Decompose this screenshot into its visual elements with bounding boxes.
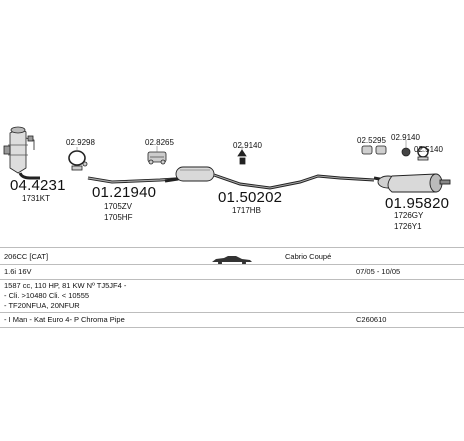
kit-description: - I Man - Kat Euro 4- P Chroma Pipe: [4, 315, 125, 324]
engine-label: 1.6i 16V: [4, 267, 32, 276]
rubber-mount-icon: [361, 145, 429, 161]
table-divider: [0, 312, 464, 313]
model-label: 206CC [CAT]: [4, 252, 49, 261]
table-divider: [0, 327, 464, 328]
engine-spec: 1587 cc, 110 HP, 81 KW Nº TJ5JF4 -: [4, 281, 127, 290]
catalytic-converter-icon: [3, 126, 40, 180]
table-divider: [0, 264, 464, 265]
part-sub-mid: 1717HB: [232, 206, 261, 215]
part-number-rear: 01.95820: [385, 195, 450, 212]
production-years: 07/05 - 10/05: [356, 267, 401, 276]
rear-silencer-icon: [373, 173, 451, 193]
hanger-icon: [237, 149, 247, 165]
part-number-clamp1: 02.9298: [66, 138, 95, 147]
part-sub-pipe1-b: 1705HF: [104, 213, 133, 222]
clamp-icon-2: [147, 151, 167, 165]
part-number-pipe1: 01.21940: [92, 184, 157, 201]
table-divider: [0, 247, 464, 248]
part-number-clamp2: 02.8265: [145, 138, 174, 147]
chassis-range: - Cli. >10480 Cli. < 10555: [4, 291, 90, 300]
part-number-hanger: 02.9140: [233, 141, 262, 150]
part-sub-cat: 1731KT: [22, 194, 51, 203]
part-sub-pipe1-a: 1705ZV: [104, 202, 133, 211]
body-type: Cabrio Coupé: [285, 252, 332, 261]
part-sub-rear-a: 1726GY: [394, 211, 424, 220]
part-number-rubber1: 02.5295: [357, 136, 386, 145]
part-sub-rear-b: 1726Y1: [394, 222, 422, 231]
part-number-mid: 01.50202: [218, 189, 283, 206]
table-divider: [0, 279, 464, 280]
engine-codes: - TF20NFUA, 20NFUR: [4, 301, 80, 310]
clamp-icon: [68, 150, 88, 171]
leader-lines: [76, 140, 424, 152]
exhaust-drawing: [3, 126, 451, 193]
part-number-clamp3: 02.5140: [414, 145, 443, 154]
kit-code: C260610: [356, 315, 387, 324]
part-number-rubber2: 02.9140: [391, 133, 420, 142]
middle-silencer-icon: [164, 166, 375, 190]
part-number-cat: 04.4231: [10, 177, 66, 194]
